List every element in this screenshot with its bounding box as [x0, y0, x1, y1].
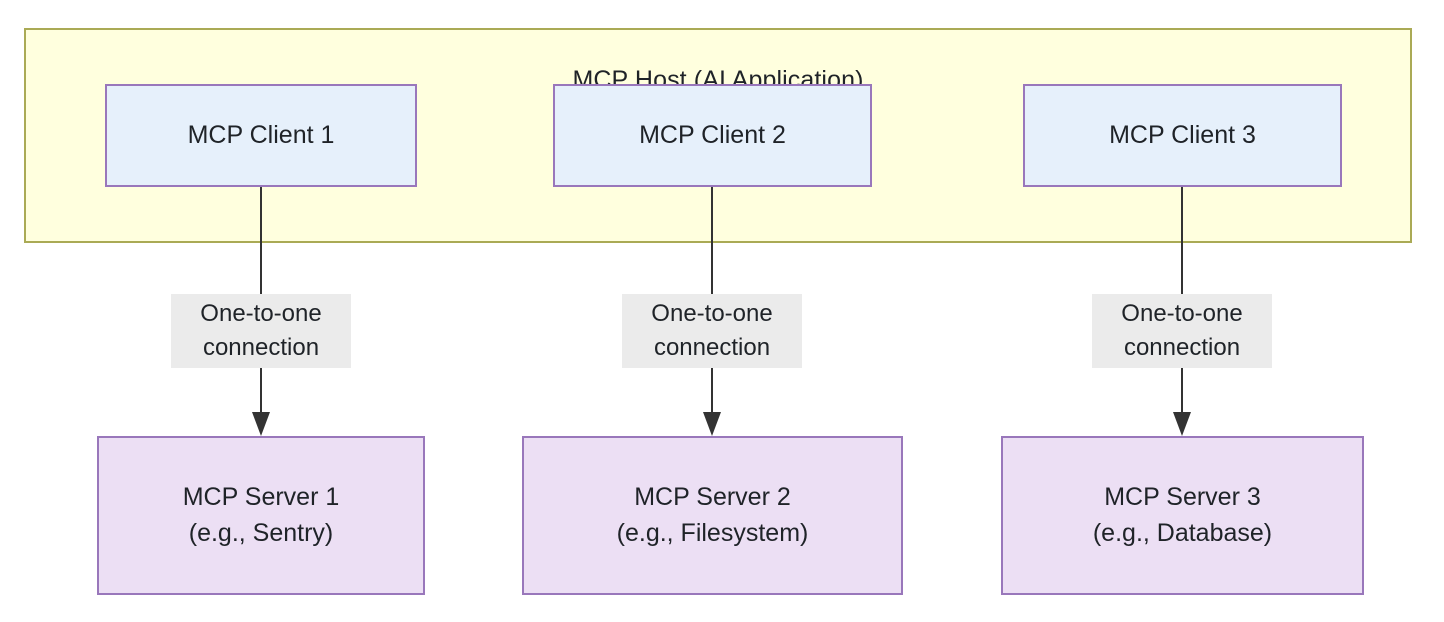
mcp-client-1-label: MCP Client 1 — [187, 120, 335, 149]
mcp-server-3-label: MCP Server 3 — [1104, 483, 1261, 511]
edge-label-client1-server1: One-to-one connection — [171, 294, 351, 369]
mcp-server-1-node[interactable]: MCP Server 1 (e.g., Sentry) — [97, 436, 425, 595]
mcp-client-3-node[interactable]: MCP Client 3 — [1023, 84, 1342, 187]
edge-label-line-1: One-to-one — [651, 300, 773, 327]
mcp-client-2-label: MCP Client 2 — [639, 120, 786, 149]
edge-label-line-1: One-to-one — [200, 300, 322, 327]
mcp-server-2-node[interactable]: MCP Server 2 (e.g., Filesystem) — [522, 436, 903, 595]
mcp-server-1-label: MCP Server 1 — [182, 483, 340, 511]
mcp-server-3-node[interactable]: MCP Server 3 (e.g., Database) — [1001, 436, 1364, 595]
mcp-server-1-sublabel: (e.g., Sentry) — [188, 518, 334, 547]
edge-label-line-2: connection — [1123, 334, 1241, 362]
mcp-server-2-sublabel: (e.g., Filesystem) — [616, 518, 809, 547]
edge-label-line-1: One-to-one — [1121, 300, 1243, 327]
mcp-client-3-label: MCP Client 3 — [1109, 120, 1256, 149]
edge-label-client2-server2: One-to-one connection — [622, 294, 802, 369]
mcp-server-2-label: MCP Server 2 — [634, 483, 791, 511]
mcp-client-1-node[interactable]: MCP Client 1 — [105, 84, 417, 187]
edge-label-line-2: connection — [653, 334, 771, 362]
edge-label-line-2: connection — [202, 334, 320, 362]
edge-label-client3-server3: One-to-one connection — [1092, 294, 1272, 369]
mcp-client-2-node[interactable]: MCP Client 2 — [553, 84, 872, 187]
mcp-server-3-sublabel: (e.g., Database) — [1092, 518, 1273, 547]
